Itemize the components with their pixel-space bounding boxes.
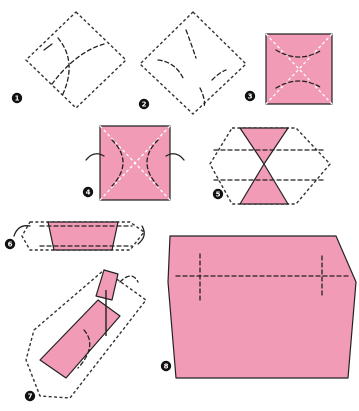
paper-square-white: [26, 12, 126, 108]
step-number-label: 8: [164, 363, 169, 371]
paper-square-white: [140, 12, 246, 114]
paper-square-pink: [266, 34, 332, 104]
step-2-diagram: [140, 12, 246, 114]
step-6-diagram: [14, 222, 144, 250]
step-1-badge: 1: [12, 93, 22, 103]
step-7-badge: 7: [25, 391, 35, 401]
step-number-label: 2: [142, 101, 147, 109]
step-number-label: 6: [8, 241, 13, 249]
step-1-diagram: [26, 12, 126, 108]
step-6-badge: 6: [5, 239, 15, 249]
step-3-badge: 3: [245, 91, 255, 101]
fold-curve: [120, 276, 138, 282]
finished-box-pink: [168, 236, 356, 378]
step-number-label: 5: [216, 191, 221, 199]
step-3-diagram: [266, 34, 332, 104]
step-number-label: 3: [248, 93, 253, 101]
step-number-label: 4: [86, 189, 91, 197]
step-7-diagram: [26, 270, 146, 398]
step-8-badge: 8: [161, 361, 171, 371]
step-4-badge: 4: [83, 187, 93, 197]
step-number-label: 7: [28, 393, 33, 401]
step-5-badge: 5: [213, 189, 223, 199]
step-4-diagram: [86, 126, 184, 200]
step-number-label: 1: [15, 95, 20, 103]
step-5-diagram: [210, 128, 330, 204]
step-8-diagram: [168, 236, 356, 378]
step-2-badge: 2: [139, 99, 149, 109]
